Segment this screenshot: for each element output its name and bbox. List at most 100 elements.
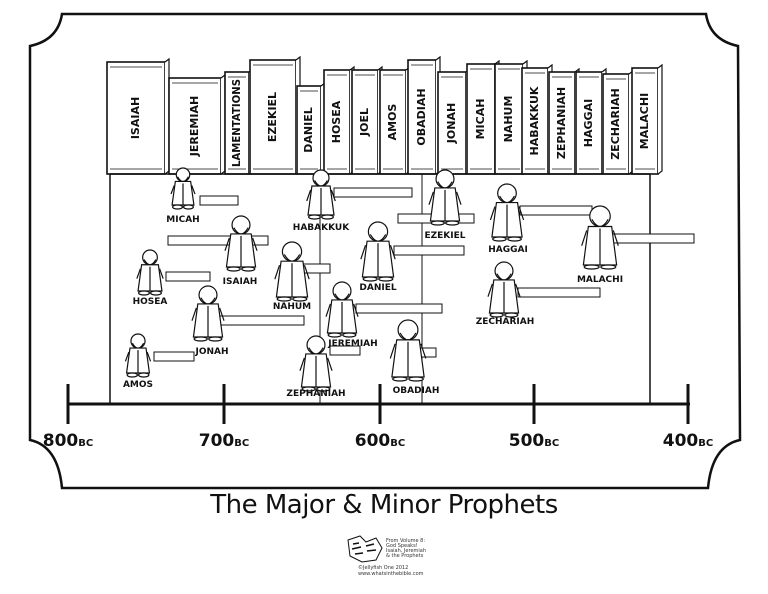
book-label-nahum: NAHUM: [502, 96, 515, 143]
credit-line-2: God Speaks!: [386, 543, 418, 549]
prophet-figure-nahum: [274, 241, 310, 302]
book-haggai: HAGGAI: [575, 67, 607, 175]
book-lamentations: LAMENTATIONS: [224, 67, 254, 175]
tick-400-bc: 400BC: [663, 384, 713, 451]
tick-600-bc: 600BC: [355, 384, 405, 451]
prophet-figure-malachi: [581, 205, 619, 270]
prophet-figure-haggai: [489, 183, 525, 242]
book-label-micah: MICAH: [474, 99, 487, 140]
credits-block: From Volume 8: God Speaks! Isaiah, Jerem…: [346, 534, 446, 582]
prophet-ezekiel: EZEKIEL: [397, 169, 475, 241]
timeline-ticks: 800BC 700BC 600BC 500BC 400BC: [43, 384, 713, 451]
prophet-label-ezekiel: EZEKIEL: [424, 231, 465, 241]
prophet-malachi: MALACHI: [577, 205, 695, 285]
answer-box-amos[interactable]: [153, 351, 195, 362]
tick-label-500: 500BC: [509, 431, 559, 451]
prophet-label-amos: AMOS: [123, 380, 153, 390]
book-habakkuk: HABAKKUK: [521, 63, 553, 175]
prophet-figure-jonah: [191, 285, 225, 342]
answer-box-haggai[interactable]: [519, 205, 593, 216]
prophet-label-habakkuk: HABAKKUK: [293, 223, 350, 233]
credit-line-1: From Volume 8:: [386, 538, 426, 544]
prophet-habakkuk: HABAKKUK: [293, 169, 413, 233]
book-label-hosea: HOSEA: [330, 100, 343, 143]
prophet-label-zechariah: ZECHARIAH: [476, 317, 535, 327]
book-joel: JOEL: [351, 65, 383, 175]
prophet-isaiah: ISAIAH: [167, 215, 269, 287]
prophet-figure-obadiah: [389, 319, 427, 382]
prophet-label-haggai: HAGGAI: [488, 245, 528, 255]
prophet-zechariah: ZECHARIAH: [476, 261, 601, 327]
book-label-obadiah: OBADIAH: [415, 88, 428, 145]
book-ezekiel: EZEKIEL: [249, 55, 301, 175]
answer-box-habakkuk[interactable]: [333, 187, 413, 198]
credit-line-4: & the Prophets: [386, 553, 424, 559]
prophet-amos: AMOS: [123, 333, 195, 390]
copyright-text: ©Jellyfish One 2012: [358, 565, 409, 571]
book-label-jeremiah: JEREMIAH: [188, 96, 201, 157]
answer-box-jeremiah[interactable]: [355, 303, 443, 314]
prophet-label-zephaniah: ZEPHANIAH: [286, 389, 345, 399]
website-text: www.whatsinthebible.com: [358, 571, 424, 577]
book-label-jonah: JONAH: [445, 103, 458, 144]
prophet-label-malachi: MALACHI: [577, 275, 623, 285]
answer-box-micah[interactable]: [199, 195, 239, 206]
answer-box-daniel[interactable]: [393, 245, 465, 256]
tick-label-600: 600BC: [355, 431, 405, 451]
tick-500-bc: 500BC: [509, 384, 559, 451]
prophet-figure-hosea: [136, 249, 164, 296]
prophet-haggai: HAGGAI: [488, 183, 593, 255]
prophet-label-jonah: JONAH: [194, 347, 228, 357]
answer-box-isaiah[interactable]: [167, 235, 269, 246]
book-label-zephaniah: ZEPHANIAH: [555, 87, 568, 159]
answer-box-zechariah[interactable]: [517, 287, 601, 298]
book-obadiah: OBADIAH: [407, 55, 441, 175]
book-label-malachi: MALACHI: [638, 93, 651, 149]
tick-700-bc: 700BC: [199, 384, 249, 451]
prophet-figure-zephaniah: [299, 335, 333, 392]
prophet-micah: MICAH: [166, 167, 239, 225]
prophet-figure-ezekiel: [428, 169, 462, 226]
prophet-label-jeremiah: JEREMIAH: [327, 339, 377, 349]
prophet-figure-zechariah: [487, 261, 521, 318]
book-label-isaiah: ISAIAH: [129, 97, 142, 139]
book-label-haggai: HAGGAI: [582, 99, 595, 147]
prophet-zephaniah: ZEPHANIAH: [286, 335, 361, 399]
book-zephaniah: ZEPHANIAH: [548, 67, 580, 175]
book-label-habakkuk: HABAKKUK: [528, 86, 541, 155]
prophet-label-isaiah: ISAIAH: [223, 277, 258, 287]
book-label-lamentations: LAMENTATIONS: [230, 79, 243, 167]
prophet-figure-jeremiah: [325, 281, 359, 338]
prophet-label-micah: MICAH: [166, 215, 199, 225]
frame-border: [28, 12, 742, 490]
answer-box-malachi[interactable]: [607, 233, 695, 244]
book-label-ezekiel: EZEKIEL: [266, 92, 279, 142]
book-daniel: DANIEL: [296, 81, 326, 175]
prophet-label-obadiah: OBADIAH: [393, 386, 440, 396]
tick-label-800: 800BC: [43, 431, 93, 451]
prophet-daniel: DANIEL: [359, 221, 465, 293]
book-label-joel: JOEL: [358, 108, 371, 137]
prophet-obadiah: OBADIAH: [389, 319, 440, 396]
book-zechariah: ZECHARIAH: [602, 69, 634, 175]
prophet-nahum: NAHUM: [273, 241, 331, 312]
prophet-label-daniel: DANIEL: [359, 283, 396, 293]
book-label-amos: AMOS: [386, 104, 399, 141]
prophet-figure-daniel: [360, 221, 396, 282]
book-hosea: HOSEA: [323, 65, 355, 175]
prophet-figure-habakkuk: [306, 169, 336, 220]
book-label-zechariah: ZECHARIAH: [609, 88, 622, 160]
page-title: The Major & Minor Prophets: [210, 490, 558, 520]
answer-box-hosea[interactable]: [165, 271, 211, 282]
tick-label-400: 400BC: [663, 431, 713, 451]
prophet-label-nahum: NAHUM: [273, 302, 311, 312]
prophet-hosea: HOSEA: [133, 249, 211, 307]
answer-box-jonah[interactable]: [219, 315, 305, 326]
tick-800-bc: 800BC: [43, 384, 93, 451]
book-malachi: MALACHI: [631, 63, 663, 175]
answer-box-zephaniah[interactable]: [329, 345, 361, 356]
book-jeremiah: JEREMIAH: [168, 73, 226, 175]
prophet-jeremiah: JEREMIAH: [325, 281, 443, 349]
